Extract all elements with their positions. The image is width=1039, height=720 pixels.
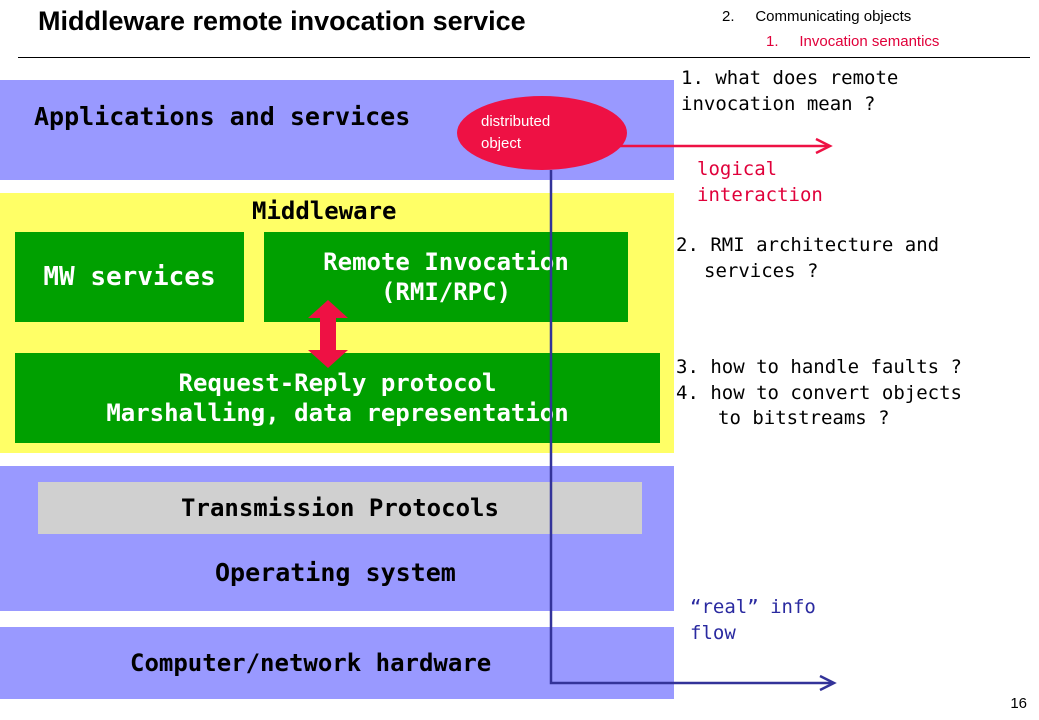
- question-1: 1. what does remote invocation mean ?: [681, 66, 898, 117]
- question-1-line-1: 1. what does remote: [681, 67, 899, 89]
- transmission-protocols-label: Transmission Protocols: [181, 494, 499, 522]
- breadcrumb-section: 2. Communicating objects: [722, 8, 912, 25]
- applications-label: Applications and services: [34, 102, 411, 131]
- question-4-line-1: 4. how to convert objects: [676, 381, 962, 404]
- question-2-line-2: services ?: [704, 259, 819, 282]
- request-reply-box: Request-Reply protocol Marshalling, data…: [15, 353, 660, 443]
- transmission-protocols-box: Transmission Protocols: [38, 482, 642, 534]
- breadcrumb-subsection: 1. Invocation semantics: [766, 33, 940, 50]
- request-reply-label: Request-Reply protocol: [178, 369, 497, 397]
- double-arrow-icon: [308, 300, 348, 368]
- hardware-label: Computer/network hardware: [130, 649, 492, 677]
- real-flow-line-1: “real” info: [690, 596, 816, 618]
- remote-invocation-sublabel: (RMI/RPC): [380, 278, 512, 306]
- remote-invocation-box: Remote Invocation (RMI/RPC): [264, 232, 628, 322]
- logical-interaction-note: logical interaction: [697, 157, 823, 208]
- question-2-line-1: 2. RMI architecture and: [676, 234, 940, 256]
- questions-3-4: 3. how to handle faults ? 4. how to conv…: [676, 355, 962, 432]
- header-divider: [18, 57, 1030, 58]
- os-label: Operating system: [215, 558, 456, 587]
- distributed-object-oval: distributed object: [457, 96, 627, 170]
- question-2: 2. RMI architecture and services ?: [676, 233, 939, 284]
- marshalling-label: Marshalling, data representation: [106, 399, 569, 427]
- question-1-line-2: invocation mean ?: [681, 92, 876, 115]
- oval-line-1: distributed: [481, 113, 551, 131]
- remote-invocation-label: Remote Invocation: [323, 248, 569, 276]
- middleware-label: Middleware: [252, 197, 397, 225]
- mw-services-box: MW services: [15, 232, 244, 322]
- question-4-line-2: to bitstreams ?: [718, 407, 890, 430]
- logical-line-1: logical: [697, 158, 778, 180]
- logical-line-2: interaction: [697, 183, 823, 206]
- real-info-flow-arrow: [549, 170, 837, 692]
- page-title: Middleware remote invocation service: [38, 6, 526, 36]
- real-flow-line-2: flow: [690, 621, 736, 644]
- oval-line-2: object: [481, 135, 522, 152]
- page-number: 16: [1010, 695, 1027, 712]
- question-3: 3. how to handle faults ?: [676, 356, 962, 378]
- hardware-layer: Computer/network hardware: [0, 627, 674, 699]
- logical-interaction-arrow: [620, 137, 833, 155]
- real-info-flow-note: “real” info flow: [690, 595, 816, 646]
- mw-services-label: MW services: [43, 261, 216, 292]
